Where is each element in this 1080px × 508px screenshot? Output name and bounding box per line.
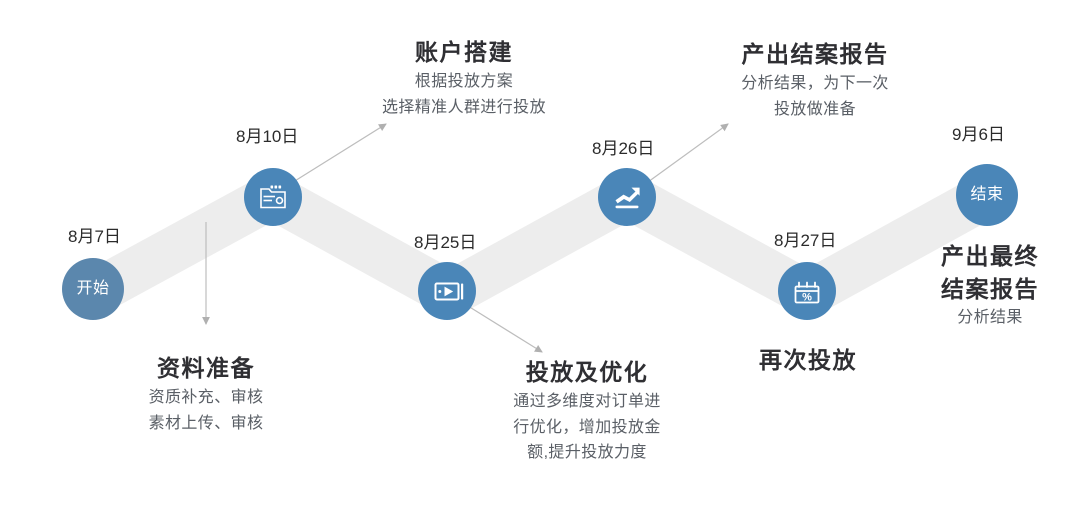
desc-line: 选择精准人群进行投放 [381, 98, 546, 116]
growth-arrow-icon [615, 187, 640, 209]
desc-line: 资质补充、审核 [148, 388, 264, 406]
svg-text:%: % [802, 291, 812, 303]
date-label-report-output: 8月26日 [592, 139, 655, 158]
block-report-output-desc: 分析结果，为下一次 投放做准备 [690, 71, 940, 123]
block-account-build-title: 账户搭建 [415, 39, 513, 65]
block-launch-optimize-desc: 通过多维度对订单进 行优化，增加投放金 额,提升投放力度 [462, 389, 712, 467]
desc-line: 投放做准备 [773, 100, 856, 118]
block-final-report: 产出最终 结案报告 分析结果 [906, 240, 1074, 331]
desc-line: 通过多维度对订单进 [513, 392, 661, 410]
date-label-launch-optimize: 8月25日 [414, 233, 477, 252]
node-end[interactable]: 结束 [956, 164, 1018, 226]
desc-line: 额,提升投放力度 [527, 444, 647, 462]
connector-arrow-4 [647, 123, 729, 183]
block-relaunch: 再次投放 [700, 344, 916, 377]
desc-line: 分析结果 [957, 309, 1023, 327]
block-relaunch-title: 再次投放 [759, 347, 857, 373]
desc-line: 根据投放方案 [414, 72, 514, 90]
media-player-icon [434, 282, 464, 301]
date-label-start: 8月7日 [68, 227, 121, 246]
block-final-report-title: 产出最终 结案报告 [906, 240, 1074, 305]
connector-arrow-2 [289, 123, 387, 185]
ribbon-path [69, 173, 1009, 317]
node-report-output[interactable] [598, 168, 656, 226]
block-final-report-desc: 分析结果 [906, 305, 1074, 331]
node-start[interactable]: 开始 [62, 258, 124, 320]
block-report-output-title: 产出结案报告 [741, 41, 889, 67]
node-launch-optimize[interactable] [418, 262, 476, 320]
block-launch-optimize: 投放及优化 通过多维度对订单进 行优化，增加投放金 额,提升投放力度 [462, 356, 712, 466]
desc-line: 素材上传、审核 [148, 414, 264, 432]
block-report-output: 产出结案报告 分析结果，为下一次 投放做准备 [690, 38, 940, 122]
block-account-build-desc: 根据投放方案 选择精准人群进行投放 [338, 69, 590, 121]
connector-arrow-3 [467, 305, 543, 353]
node-account-build[interactable] [244, 168, 302, 226]
title-line: 产出最终 [941, 243, 1039, 269]
desc-line: 分析结果，为下一次 [741, 74, 889, 92]
date-label-relaunch: 8月27日 [774, 231, 837, 250]
block-data-prep-title: 资料准备 [157, 355, 255, 381]
node-end-badge-label: 结束 [970, 186, 1004, 203]
block-launch-optimize-title: 投放及优化 [525, 359, 649, 385]
block-data-prep: 资料准备 资质补充、审核 素材上传、审核 [90, 352, 322, 436]
node-relaunch[interactable]: % [778, 262, 836, 320]
date-label-end: 9月6日 [952, 125, 1005, 144]
date-label-account-build: 8月10日 [236, 127, 299, 146]
node-start-badge-label: 开始 [76, 280, 110, 297]
title-line: 结案报告 [941, 275, 1039, 302]
calendar-percent-icon: % [794, 281, 820, 304]
block-account-build: 账户搭建 根据投放方案 选择精准人群进行投放 [338, 36, 590, 120]
desc-line: 行优化，增加投放金 [513, 418, 661, 436]
block-data-prep-desc: 资质补充、审核 素材上传、审核 [90, 385, 322, 437]
folder-document-icon [260, 185, 286, 209]
